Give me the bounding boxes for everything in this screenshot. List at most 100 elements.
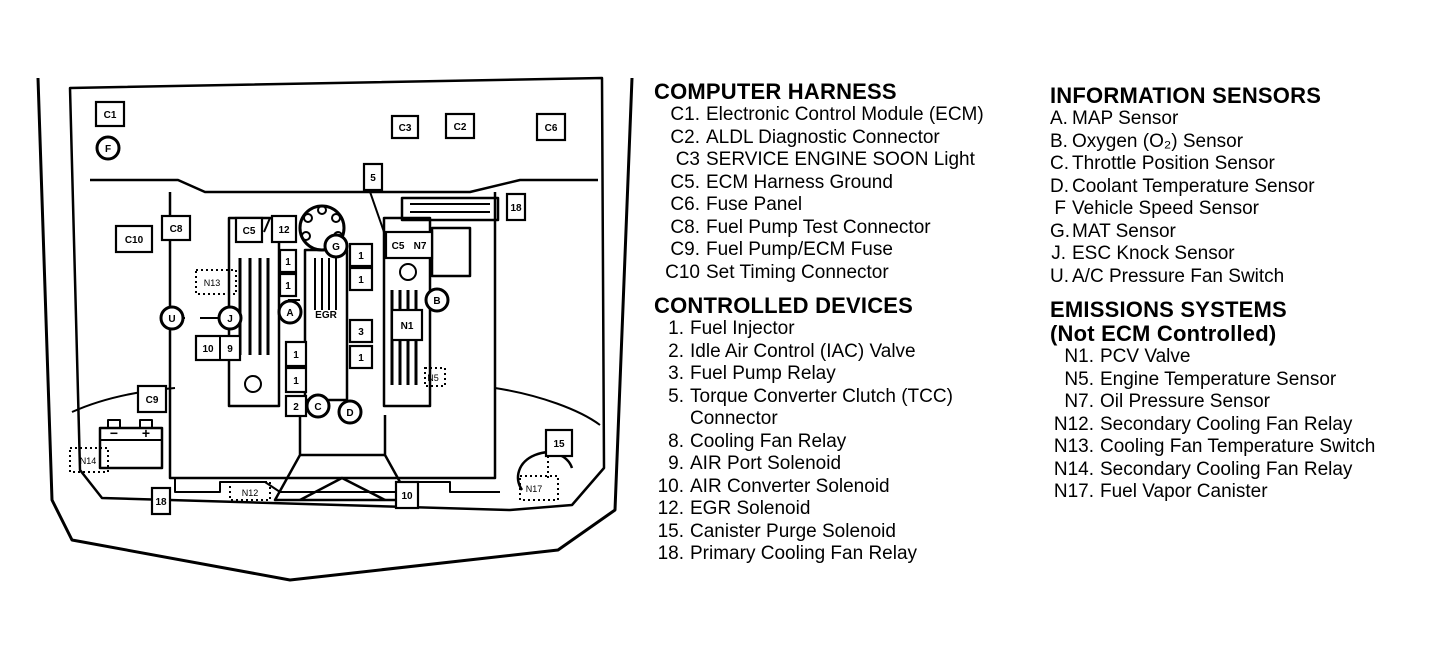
label-c: C [314,402,321,413]
list-item: J.ESC Knock Sensor [1051,243,1235,264]
label-10: 10 [202,344,214,355]
box-12 [270,214,298,244]
computer-harness-list: C1.Electronic Control Module (ECM) C2.AL… [654,104,1044,284]
box-c1 [94,100,126,128]
vehicle-body-outline [36,77,634,582]
battery-positive-label: + [142,425,150,441]
label-n14: N14 [80,456,97,466]
label-g: G [332,242,340,253]
list-item: N12.Secondary Cooling Fan Relay [1053,413,1353,435]
list-item: 10.AIR Converter Solenoid [657,475,890,497]
label-relay-3b: 1 [358,353,364,364]
circle-u [159,305,185,331]
list-item: N17.Fuel Vapor Canister [1053,481,1268,502]
list-item: C8.Fuel Pump Test Connector [670,216,931,238]
computer-harness-title: COMPUTER HARNESS [654,79,897,104]
list-item: 2.Idle Air Control (IAC) Valve [668,340,916,362]
list-item: C9.Fuel Pump/ECM Fuse [670,239,893,260]
cowl-line [90,178,598,194]
box-5 [362,162,384,192]
box-c5-left [234,216,264,244]
list-item: 1.Fuel Injector [668,318,795,339]
injector-box-7 [284,340,308,368]
right-fender-curve [494,387,601,426]
box-c6 [535,112,567,142]
list-item: G.MAT Sensor [1050,220,1176,242]
list-item: C2.ALDL Diagnostic Connector [670,126,940,148]
box-c8 [160,214,192,242]
emissions-systems-list: N1.PCV Valve N5.Engine Temperature Senso… [1050,346,1450,504]
injector-box-2 [278,272,298,298]
injector-box-6 [348,344,374,370]
label-inj-2: 1 [285,281,291,292]
list-item: 5.Torque Converter Clutch (TCC) [668,385,953,407]
circle-b [424,287,450,313]
label-n12: N12 [242,488,259,498]
compartment-outline [68,76,606,512]
label-9: 9 [227,344,233,355]
label-f: F [105,144,111,155]
information-sensors-title: INFORMATION SENSORS [1050,83,1322,108]
circle-g [323,233,349,259]
label-5: 5 [370,173,376,184]
box-18-bottom [150,486,172,516]
label-18-bottom: 18 [155,497,167,508]
circle-f [95,135,121,161]
list-item: D.Coolant Temperature Sensor [1050,175,1315,197]
label-j: J [227,314,233,325]
circle-j [217,305,243,331]
circle-c [305,393,331,419]
label-inj-8: 1 [293,376,299,387]
box-c2 [444,112,476,140]
box-n1 [390,308,424,342]
list-item: 3.Fuel Pump Relay [668,363,836,384]
label-c5-left: C5 [243,226,256,237]
list-item: N7.Oil Pressure Sensor [1064,391,1271,412]
label-18-right: 18 [510,203,522,214]
box-c3 [390,114,420,140]
label-u: U [168,314,175,325]
label-inj-3: 1 [358,251,364,262]
left-head-bolt [244,375,262,393]
label-10-bottom: 10 [401,491,413,502]
label-n7: N7 [414,241,427,252]
label-egr: EGR [315,310,337,321]
label-c1: C1 [104,110,117,121]
label-iac: 2 [293,402,299,413]
legend-column-left: COMPUTER HARNESS C1.Electronic Control M… [654,80,1044,566]
label-12: 12 [278,225,290,236]
label-n13: N13 [204,278,221,288]
intake-neck [273,415,412,502]
circle-a [277,299,303,325]
box-18-right [505,192,527,222]
label-inj-7: 1 [293,350,299,361]
controlled-devices-title: CONTROLLED DEVICES [654,293,914,318]
box-15 [544,428,574,458]
list-item: N5.Engine Temperature Sensor [1064,368,1337,390]
intake-v [299,476,386,502]
list-item: N13.Cooling Fan Temperature Switch [1053,436,1376,457]
emissions-systems-section: EMISSIONS SYSTEMS (Not ECM Controlled) N… [1050,298,1450,504]
injector-box-8 [284,366,308,394]
air-cleaner-body [430,226,472,278]
label-relay-3a: 3 [358,327,364,338]
label-c6: C6 [545,123,558,134]
box-c9 [136,384,168,414]
injector-box-3 [348,242,374,268]
label-d: D [346,408,353,419]
legend-column-right: INFORMATION SENSORS A.MAP Sensor B.Oxyge… [1050,84,1450,504]
air-cleaner [400,196,500,222]
label-c3: C3 [399,123,412,134]
battery-negative-label: − [110,425,118,441]
controlled-devices-section: CONTROLLED DEVICES 1.Fuel Injector 2.Idl… [654,294,1044,566]
list-item: B.Oxygen (O₂) Sensor [1050,130,1244,152]
emissions-systems-subtitle: (Not ECM Controlled) [1050,321,1277,346]
box-10-bottom [394,480,420,510]
box-10-9 [194,334,242,362]
engine-compartment-diagram: C1 C3 C2 C6 C10 C8 C5 12 5 C5 N7 18 N1 1… [36,76,634,582]
list-item: A.MAP Sensor [1050,108,1179,129]
list-item: N14.Secondary Cooling Fan Relay [1053,458,1353,480]
